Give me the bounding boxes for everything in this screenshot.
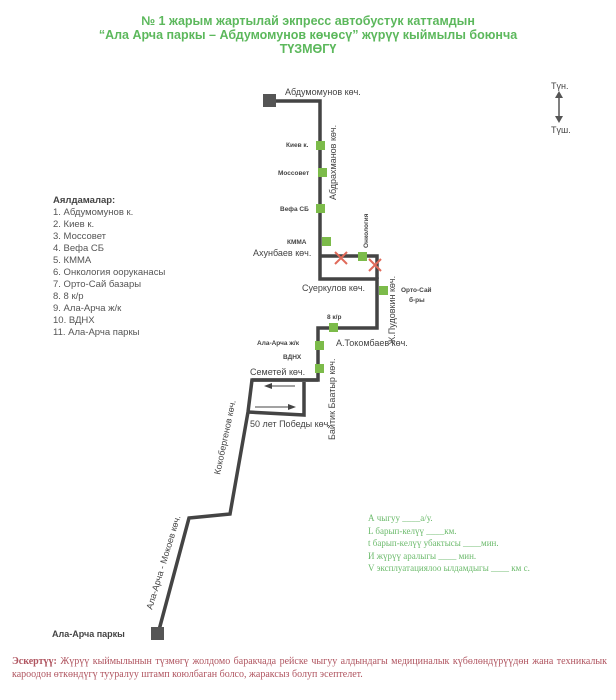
street-label: Семетей көч. [250, 367, 305, 377]
street-label: Кокобергенов көч. [212, 399, 238, 475]
legend-item: 6. Онкология ооруканасы [53, 267, 166, 278]
param-line: t барып-келүү убактысы ____мин. [368, 538, 499, 548]
legend-item: 5. КММА [53, 255, 92, 266]
terminal-bottom [151, 627, 164, 640]
document-title: № 1 жарым жартылай экпресс автобустук ка… [0, 14, 616, 56]
route-line [157, 99, 379, 631]
title-line-1: № 1 жарым жартылай экпресс автобустук ка… [141, 14, 475, 28]
stops-legend: Аялдамалар: 1. Абдумомунов к. 2. Киев к.… [53, 195, 165, 339]
legend-item: 7. Орто-Сай базары [53, 279, 142, 290]
stop-mossovet [318, 168, 327, 177]
stop-label: Моссовет [278, 170, 309, 177]
street-label: Байтик Баатыр көч. [327, 359, 337, 440]
stop-oncology [358, 252, 367, 261]
stop-kiev [316, 141, 325, 150]
stop-label: Орто-Сай [401, 286, 432, 294]
route-parameters: А чыгуу ____а/у. L барып-келүү ____км. t… [368, 512, 530, 575]
legend-item: 4. Вефа СБ [53, 243, 105, 254]
compass-icon [555, 91, 563, 123]
street-label: Абдрахманов көч. [328, 125, 338, 200]
stop-label: Ала-Арча ж/к [257, 340, 300, 347]
street-label: Суеркулов көч. [302, 283, 365, 293]
legend-item: 11. Ала-Арча паркы [53, 327, 140, 338]
direction-arrows [255, 383, 296, 410]
title-line-2: “Ала Арча паркы – Абдумомунов көчөсү” жү… [98, 28, 518, 42]
footnote: Эскертүү: Жүрүү кыймылынын түзмөгү жолдо… [12, 655, 607, 681]
legend-item: 10. ВДНХ [53, 315, 95, 326]
title-line-3: ТҮЗМӨГҮ [279, 42, 337, 56]
stop-label: Вефа СБ [280, 206, 309, 213]
legend-heading: Аялдамалар: [53, 195, 116, 206]
stop-kmma [322, 237, 331, 246]
terminal-top [263, 94, 276, 107]
stop-label: Онкология [363, 213, 370, 248]
param-line: А чыгуу ____а/у. [368, 513, 433, 523]
legend-item: 3. Моссовет [53, 231, 107, 242]
note-text: Жүрүү кыймылынын түзмөгү жолдомо баракча… [12, 656, 607, 680]
compass-north: Түн. [551, 81, 568, 91]
stop-orto-sai [379, 286, 388, 295]
stop-vdnh [315, 364, 324, 373]
compass-south: Түш. [551, 125, 571, 135]
legend-item: 1. Абдумомунов к. [53, 207, 134, 218]
stop-8kr [329, 323, 338, 332]
stop-label: 8 к/р [327, 314, 341, 321]
terminal-bottom-label: Ала-Арча паркы [52, 629, 125, 639]
stop-label: Киев к. [286, 142, 309, 149]
param-line: L барып-келүү ____км. [368, 525, 457, 536]
legend-item: 8. 8 к/р [53, 291, 84, 302]
note-label: Эскертүү: [12, 656, 57, 667]
param-line: И жүрүү аралыгы ____ мин. [368, 550, 477, 561]
street-label: 50 лет Победы көч. [250, 419, 331, 429]
legend-item: 2. Киев к. [53, 219, 95, 230]
terminal-top-label: Абдумомунов көч. [285, 87, 361, 97]
stop-label: б-ры [409, 296, 425, 304]
street-label: Ахунбаев көч. [253, 248, 311, 258]
street-label: А.Токомбаев көч. [336, 338, 408, 348]
param-line: V эксплуатациялоо ылдамдыгы ____ км с. [368, 563, 530, 573]
legend-item: 9. Ала-Арча ж/к [53, 303, 122, 314]
stop-label: КММА [287, 239, 307, 246]
street-label: Ж.Пудовкин көч. [387, 276, 397, 345]
closed-segment-x-icon [334, 251, 382, 272]
stop-label: ВДНХ [283, 354, 302, 361]
stop-ala-archa [315, 341, 324, 350]
stop-vefa [316, 204, 325, 213]
